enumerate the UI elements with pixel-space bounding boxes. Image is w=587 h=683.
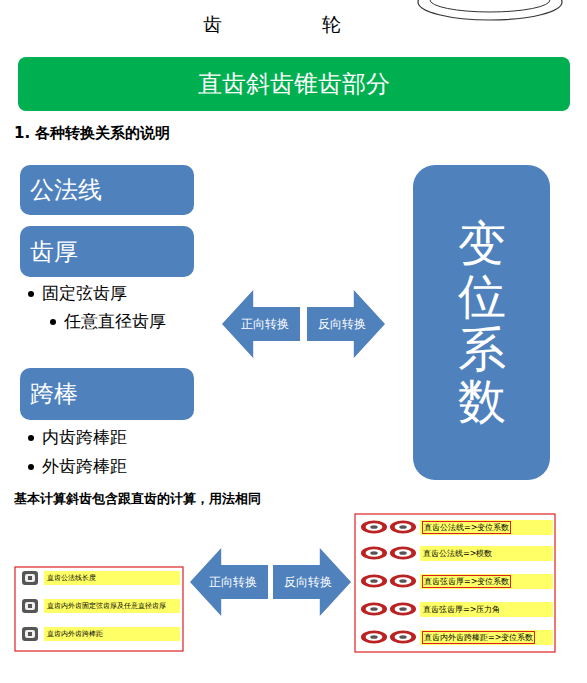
- bullet-dot: [28, 464, 34, 470]
- text-label: 轮: [322, 12, 341, 38]
- label-text: 任意直径齿厚: [64, 311, 166, 331]
- bullet-item: 固定弦齿厚: [28, 282, 188, 305]
- text-label: 基本计算斜齿包含跟直齿的计算，用法相同: [14, 490, 261, 508]
- menu-item: 直齿内外齿固定弦齿厚及任意直径齿厚: [44, 599, 180, 613]
- node-text: 直齿弦齿厚=>压力角: [423, 604, 500, 615]
- label-text: 齿: [203, 13, 222, 35]
- label-text: 基本计算斜齿包含跟直齿的计算，用法相同: [14, 491, 261, 506]
- gear-illustration: [418, 0, 562, 20]
- title-band: 直齿斜齿锥齿部分: [18, 57, 570, 111]
- bullet-item: 任意直径齿厚: [50, 310, 168, 333]
- bullet-dot: [28, 291, 34, 297]
- arrow-shape: 正向转换: [222, 290, 300, 358]
- category-box: 齿厚: [20, 226, 194, 277]
- node-text: 直齿弦齿厚=>变位系数: [423, 576, 510, 587]
- label-text: 1. 各种转换关系的说明: [14, 124, 170, 142]
- bullet-dot: [28, 435, 34, 441]
- label-text: 内齿跨棒距: [42, 427, 127, 447]
- node-text: 直齿内外齿固定弦齿厚及任意直径齿厚: [47, 601, 166, 611]
- red-frame: [15, 567, 183, 651]
- arrow-shape: 反向转换: [273, 548, 351, 616]
- bullet-dot: [50, 319, 56, 325]
- arrow-shape: 反向转换: [307, 290, 385, 358]
- category-box: 跨棒: [20, 368, 194, 420]
- node-text: 直齿公法线=>变位系数: [423, 522, 510, 533]
- node-text: 直齿公法线=>模数: [423, 548, 492, 559]
- menu-item: 直齿内外齿跨棒距: [44, 627, 180, 641]
- menu-item: 直齿公法线=>模数: [420, 546, 553, 561]
- result-box: 变位系数: [413, 165, 550, 480]
- category-box: 公法线: [20, 165, 194, 215]
- node-text: 直齿内外齿跨棒距: [47, 629, 103, 639]
- node-text: 正向转换: [209, 574, 257, 591]
- bullet-item: 内齿跨棒距: [28, 426, 188, 449]
- node-text: 变位系数: [458, 217, 506, 428]
- label-text: 固定弦齿厚: [42, 283, 127, 303]
- node-text: 齿厚: [30, 236, 78, 268]
- node-text: 反向转换: [284, 574, 332, 591]
- menu-item: 直齿弦齿厚=>变位系数: [420, 574, 553, 589]
- menu-item: 直齿公法线长度: [44, 571, 180, 585]
- node-text: 直齿斜齿锥齿部分: [198, 68, 390, 100]
- label-text: 外齿跨棒距: [42, 456, 127, 476]
- node-text: 正向转换: [241, 316, 289, 333]
- node-text: 反向转换: [318, 316, 366, 333]
- label-text: 轮: [322, 13, 341, 35]
- arrow-shape: 正向转换: [190, 548, 268, 616]
- menu-item: 直齿公法线=>变位系数: [420, 520, 553, 535]
- menu-item: 直齿弦齿厚=>压力角: [420, 602, 553, 617]
- node-text: 直齿公法线长度: [47, 573, 96, 583]
- menu-item: 直齿内外齿跨棒距=>变位系数: [420, 630, 553, 645]
- node-text: 公法线: [30, 174, 102, 206]
- node-text: 直齿内外齿跨棒距=>变位系数: [423, 632, 534, 643]
- text-label: 齿: [203, 12, 222, 38]
- text-label: 1. 各种转换关系的说明: [14, 124, 170, 143]
- red-frame: [355, 514, 555, 652]
- bullet-item: 外齿跨棒距: [28, 455, 188, 478]
- node-text: 跨棒: [30, 378, 78, 410]
